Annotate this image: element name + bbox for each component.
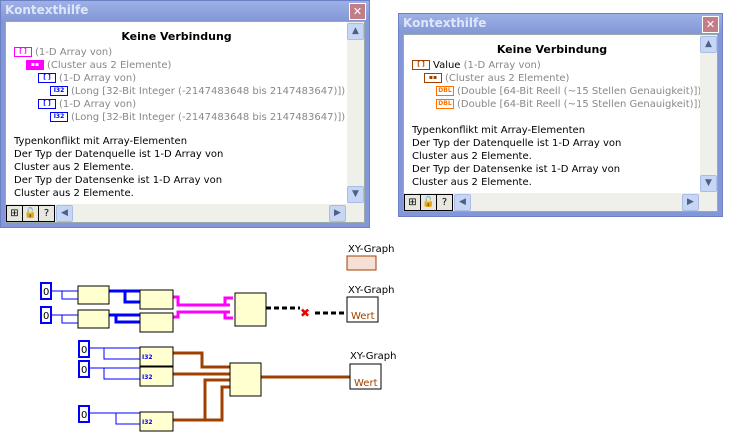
context-help-window-2: Kontexthilfe ✕ Keine Verbindung [ ]Value …: [398, 13, 723, 217]
graph-label: XY-Graph: [350, 351, 396, 362]
tree-item: I32(Long [32-Bit Integer (-2147483648 bi…: [50, 112, 345, 123]
scroll-up-button[interactable]: ▲: [347, 23, 364, 40]
numeric-constant[interactable]: 0: [78, 405, 90, 423]
scroll-left-button[interactable]: ◀: [454, 194, 471, 211]
title-bar[interactable]: Kontexthilfe ✕: [399, 14, 722, 34]
xy-graph-terminal[interactable]: Wert: [349, 363, 382, 390]
help-content: Keine Verbindung [ ]Value (1-D Array von…: [404, 35, 701, 193]
svg-text:0: 0: [81, 410, 87, 421]
tree-item: I32(Long [32-Bit Integer (-2147483648 bi…: [50, 86, 345, 97]
dbl-icon: DBL: [436, 99, 454, 109]
tree-item: [ ](1-D Array von): [14, 47, 112, 58]
close-button[interactable]: ✕: [702, 16, 719, 33]
message-line: Der Typ der Datenquelle ist 1-D Array vo…: [412, 138, 622, 149]
bundle-node[interactable]: [139, 312, 174, 333]
close-button[interactable]: ✕: [349, 3, 366, 20]
bundle-node[interactable]: [139, 289, 174, 310]
scroll-right-button[interactable]: ▶: [329, 205, 346, 222]
help-heading: Keine Verbindung: [496, 43, 608, 56]
svg-text:0: 0: [43, 287, 49, 298]
numeric-constants: 0 0 0 0 0: [40, 282, 90, 423]
build-array-node[interactable]: [234, 292, 267, 327]
build-array-node[interactable]: [77, 309, 110, 329]
svg-text:0: 0: [81, 345, 87, 356]
bundle-node[interactable]: [139, 366, 174, 387]
scroll-right-button[interactable]: ▶: [682, 194, 699, 211]
scroll-up-button[interactable]: ▲: [700, 36, 717, 53]
scroll-left-button[interactable]: ◀: [56, 205, 73, 222]
svg-text:I32: I32: [142, 354, 153, 361]
vertical-scrollbar[interactable]: ▲▼: [700, 35, 717, 193]
graph-label: XY-Graph: [348, 285, 394, 296]
array-icon: [ ]: [14, 47, 32, 57]
svg-text:0: 0: [81, 365, 87, 376]
svg-text:Wert: Wert: [351, 311, 375, 322]
array-icon: [ ]: [38, 73, 56, 83]
graph-label: XY-Graph: [348, 244, 394, 255]
scroll-down-button[interactable]: ▼: [347, 186, 364, 203]
numeric-constant[interactable]: 0: [78, 340, 90, 358]
bundle-node[interactable]: [139, 346, 174, 367]
window-title: Kontexthilfe: [5, 3, 89, 17]
message-line: Cluster aus 2 Elemente.: [412, 177, 532, 188]
bundle-node[interactable]: [139, 411, 174, 432]
tree-item: [ ]Value (1-D Array von): [412, 60, 541, 71]
message-line: Cluster aus 2 Elemente.: [412, 151, 532, 162]
message-line: Typenkonflikt mit Array-Elementen: [412, 125, 586, 136]
tree-item: DBL(Double [64-Bit Reell (~15 Stellen Ge…: [436, 99, 701, 110]
message-line: Typenkonflikt mit Array-Elementen: [14, 136, 188, 147]
i32-icon: I32: [50, 112, 68, 122]
help-content: Keine Verbindung [ ](1-D Array von) ▪▪(C…: [6, 22, 347, 204]
cluster-icon: ▪▪: [424, 73, 442, 83]
build-array-node[interactable]: [229, 362, 262, 397]
title-bar[interactable]: Kontexthilfe ✕: [1, 1, 369, 21]
detailed-help-button[interactable]: ?: [38, 205, 55, 222]
window-title: Kontexthilfe: [403, 16, 487, 30]
context-help-window-1: Kontexthilfe ✕ Keine Verbindung [ ](1-D A…: [0, 0, 370, 228]
tree-item: ▪▪(Cluster aus 2 Elemente): [26, 60, 171, 71]
numeric-constant[interactable]: 0: [40, 306, 52, 324]
scroll-down-button[interactable]: ▼: [700, 175, 717, 192]
message-line: Cluster aus 2 Elemente.: [14, 188, 134, 199]
message-line: Der Typ der Datensenke ist 1-D Array von: [412, 164, 621, 175]
tree-item: ▪▪(Cluster aus 2 Elemente): [424, 73, 569, 84]
tree-item: [ ](1-D Array von): [38, 73, 136, 84]
build-array-node[interactable]: [77, 285, 110, 305]
help-toolbar: ⊞ 🔓 ? ◀ ▶: [6, 204, 364, 222]
numeric-constant[interactable]: 0: [78, 360, 90, 378]
broken-wire-icon[interactable]: ✖: [300, 306, 310, 320]
svg-text:0: 0: [43, 311, 49, 322]
xy-graph-terminal[interactable]: Wert: [346, 296, 379, 323]
xy-graph-terminal-icon[interactable]: [346, 255, 377, 271]
svg-text:I32: I32: [142, 419, 153, 426]
message-line: Der Typ der Datensenke ist 1-D Array von: [14, 175, 223, 186]
tree-item: [ ](1-D Array von): [38, 99, 136, 110]
numeric-constant[interactable]: 0: [40, 282, 52, 300]
message-line: Der Typ der Datenquelle ist 1-D Array vo…: [14, 149, 224, 160]
array-icon: [ ]: [412, 60, 430, 70]
array-icon: [ ]: [38, 99, 56, 109]
cluster-icon: ▪▪: [26, 60, 44, 70]
i32-icon: I32: [50, 86, 68, 96]
svg-text:Wert: Wert: [354, 378, 378, 389]
svg-text:I32: I32: [142, 374, 153, 381]
vertical-scrollbar[interactable]: ▲▼: [347, 22, 364, 204]
dbl-icon: DBL: [436, 86, 454, 96]
message-line: Cluster aus 2 Elemente.: [14, 162, 134, 173]
tree-item: DBL(Double [64-Bit Reell (~15 Stellen Ge…: [436, 86, 701, 97]
help-heading: Keine Verbindung: [121, 30, 232, 43]
detailed-help-button[interactable]: ?: [436, 194, 453, 211]
help-toolbar: ⊞ 🔓 ? ◀ ▶: [404, 193, 717, 211]
